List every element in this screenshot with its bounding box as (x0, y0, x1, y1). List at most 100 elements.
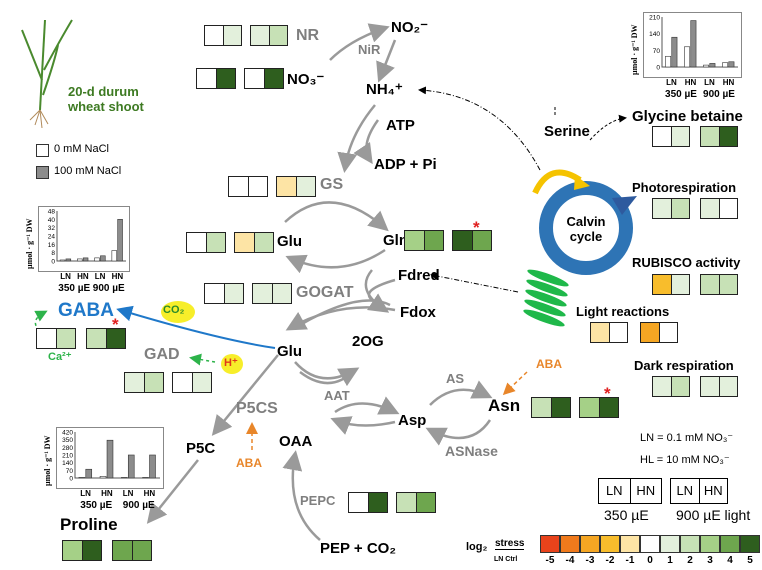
legend-0nacl-swatch (36, 144, 49, 157)
bar (709, 63, 716, 68)
bar (671, 36, 678, 68)
bar (99, 476, 107, 479)
heatmap-gaba-350 (36, 328, 76, 349)
scale-log-label: log₂ (466, 541, 488, 553)
aat-label: AAT (324, 388, 350, 403)
nh4-label: NH₄⁺ (366, 81, 403, 98)
key-350-ln: LN (605, 483, 623, 498)
heatmap-nr-900 (250, 25, 288, 46)
oaa-label: OAA (279, 433, 313, 450)
legend-100nacl-swatch (36, 166, 49, 179)
x-tick-label: LN (80, 489, 91, 498)
x-tick-label: HN (111, 272, 124, 281)
nir-label: NiR (358, 42, 381, 57)
heatmap-proline-900 (112, 540, 152, 561)
heatmap-gad-900 (172, 372, 212, 393)
serine-label: Serine (544, 123, 590, 140)
scale-swatch (600, 535, 620, 553)
heatmap-darkresp-900 (700, 376, 738, 397)
bar (82, 257, 89, 262)
scale-swatch (700, 535, 720, 553)
heatmap-no3-900 (244, 68, 284, 89)
heatmap-gln-350 (404, 230, 444, 251)
scale-swatch (680, 535, 700, 553)
x-tick-label: LN (94, 272, 106, 281)
2og-label: 2OG (352, 333, 384, 350)
glu2-label: Glu (277, 343, 302, 360)
asn-label: Asn (488, 396, 521, 415)
heatmap-pepc-900 (396, 492, 436, 513)
scale-swatch (620, 535, 640, 553)
atp-label: ATP (386, 117, 415, 134)
heatmap-no3-350 (196, 68, 236, 89)
gogat-label: GOGAT (296, 284, 354, 301)
bar (121, 477, 128, 479)
heatmap-gaba-900 (86, 328, 126, 349)
y-tick-label: 140 (649, 31, 660, 38)
scale-stress-label: stress (495, 538, 525, 550)
p5c-label: P5C (186, 440, 216, 457)
x-tick-label: LN (60, 272, 71, 281)
x-tick-label: HN (684, 78, 697, 87)
heatmap-gogat-900 (252, 283, 292, 304)
heatmap-lightreac-900 (640, 322, 678, 343)
bar (94, 257, 100, 262)
y-axis-label: µmol · g⁻¹ DW (43, 435, 52, 486)
scale-lnctrl-label: LN Ctrl (494, 556, 518, 563)
heatmap-gs-900 (276, 176, 316, 197)
y-tick-label: 8 (51, 250, 55, 257)
group-label: 350 µE (665, 89, 697, 100)
nr-label: NR (296, 27, 320, 44)
bar (728, 61, 735, 68)
co2-bubble-label: CO₂ (163, 304, 185, 316)
gln-label: Gln (383, 232, 408, 249)
heatmap-photoresp-350 (652, 198, 690, 219)
bar (117, 219, 123, 262)
heatmap-gs-350 (228, 176, 268, 197)
bar (684, 46, 691, 68)
no3-label: NO₃⁻ (287, 71, 325, 88)
dark-respiration-label: Dark respiration (634, 358, 734, 373)
key-350-hn: HN (629, 479, 662, 503)
heatmap-glu1-900 (234, 232, 274, 253)
asn-star: * (604, 384, 611, 403)
bar (106, 439, 114, 479)
scale-swatch (560, 535, 580, 553)
heatmap-pepc-350 (348, 492, 388, 513)
asnase-label: ASNase (445, 443, 498, 459)
heatmap-photoresp-900 (700, 198, 738, 219)
bar (85, 468, 93, 479)
bar (703, 64, 710, 68)
no2-label: NO₂⁻ (391, 19, 429, 36)
adp-label: ADP + Pi (374, 156, 437, 173)
y-tick-label: 40 (48, 217, 56, 224)
as-label: AS (446, 371, 465, 386)
y-tick-label: 0 (656, 65, 660, 72)
note-ln: LN = 0.1 mM NO₃⁻ (640, 432, 734, 444)
y-tick-label: 24 (48, 234, 56, 241)
y-tick-label: 210 (62, 453, 73, 460)
p5cs-label: P5CS (236, 400, 278, 417)
scale-tick-label: 3 (707, 555, 713, 566)
legend-0nacl-label: 0 mM NaCl (54, 143, 110, 155)
y-tick-label: 350 (62, 437, 73, 444)
heatmap-gln-900 (452, 230, 492, 251)
y-tick-label: 210 (649, 15, 660, 22)
bar (65, 258, 72, 262)
scale-swatch (580, 535, 600, 553)
scale-swatch (540, 535, 560, 553)
gaba-star: * (112, 315, 119, 334)
group-label: 350 µE (58, 283, 91, 294)
y-tick-label: 48 (48, 209, 56, 216)
group-label: 900 µE (92, 283, 125, 294)
bar (722, 62, 729, 68)
x-tick-label: HN (722, 78, 735, 87)
scale-tick-label: 5 (747, 555, 753, 566)
key-900-boxes: LN HN (670, 478, 728, 504)
heatmap-gogat-350 (204, 283, 244, 304)
heatmap-glycine-900 (700, 126, 738, 147)
heatmap-glycine-350 (652, 126, 690, 147)
